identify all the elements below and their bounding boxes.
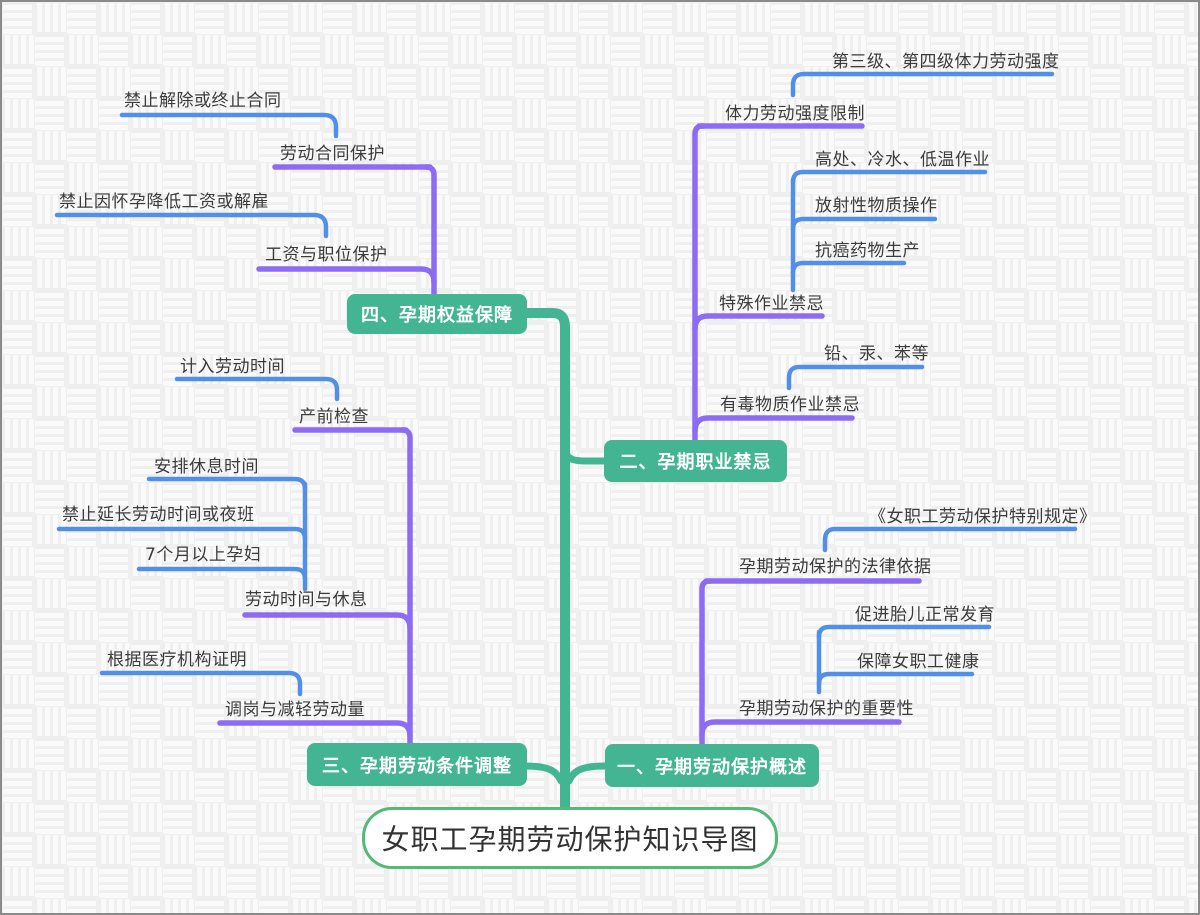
subtopic-importance[interactable]: 孕期劳动保护的重要性 [739,699,914,719]
subtopic-labor-contract-protection[interactable]: 劳动合同保护 [280,144,385,164]
leaf-grade-3-4-labor-intensity[interactable]: 第三级、第四级体力劳动强度 [832,52,1060,72]
root-topic[interactable]: 女职工孕期劳动保护知识导图 [362,807,778,869]
leaf-special-regulations[interactable]: 《女职工劳动保护特别规定》 [869,507,1097,527]
subtopic-physical-labor-intensity-limit[interactable]: 体力劳动强度限制 [725,104,865,124]
leaf-radioactive-material-operation[interactable]: 放射性物质操作 [815,196,938,216]
branch3-stub [521,762,565,785]
leaf-no-contract-termination[interactable]: 禁止解除或终止合同 [124,91,282,111]
leaf-per-medical-institution-proof[interactable]: 根据医疗机构证明 [107,650,247,670]
subtopic-prenatal-checkup[interactable]: 产前检查 [299,407,369,427]
trunk-line [522,308,570,812]
subtopic-wage-position-protection[interactable]: 工资与职位保护 [265,245,388,265]
leaf-over-7-months-pregnant[interactable]: 7个月以上孕妇 [145,545,262,565]
leaf-anticancer-drug-production[interactable]: 抗癌药物生产 [815,241,920,261]
branch1-stub [565,762,609,785]
main-topic-2-occupational-taboos[interactable]: 二、孕期职业禁忌 [604,440,787,482]
subtopic-working-time-and-rest[interactable]: 劳动时间与休息 [245,590,368,610]
leaf-lead-mercury-benzene[interactable]: 铅、汞、苯等 [824,344,929,364]
leaf-female-worker-health[interactable]: 保障女职工健康 [857,652,980,672]
subtopic-legal-basis[interactable]: 孕期劳动保护的法律依据 [739,557,932,577]
leaf-no-wage-cut-or-dismissal[interactable]: 禁止因怀孕降低工资或解雇 [59,192,269,212]
leaf-no-overtime-or-nightshift[interactable]: 禁止延长劳动时间或夜班 [62,505,255,525]
leaf-counted-as-working-time[interactable]: 计入劳动时间 [180,357,285,377]
subtopic-toxic-substance-taboo[interactable]: 有毒物质作业禁忌 [720,395,860,415]
branch2-stub [562,447,608,465]
main-topic-1-overview[interactable]: 一、孕期劳动保护概述 [605,744,819,787]
leaf-fetal-normal-development[interactable]: 促进胎儿正常发育 [855,605,995,625]
leaf-height-coldwater-lowtemp-work[interactable]: 高处、冷水、低温作业 [815,150,990,170]
subtopic-special-operations-taboo[interactable]: 特殊作业禁忌 [719,294,824,314]
main-topic-3-working-condition-adjustment[interactable]: 三、孕期劳动条件调整 [307,743,527,786]
main-topic-4-rights-protection[interactable]: 四、孕期权益保障 [347,294,527,334]
leaf-arrange-rest-time[interactable]: 安排休息时间 [154,457,259,477]
subtopic-job-transfer-reduce-workload[interactable]: 调岗与减轻劳动量 [225,700,365,720]
